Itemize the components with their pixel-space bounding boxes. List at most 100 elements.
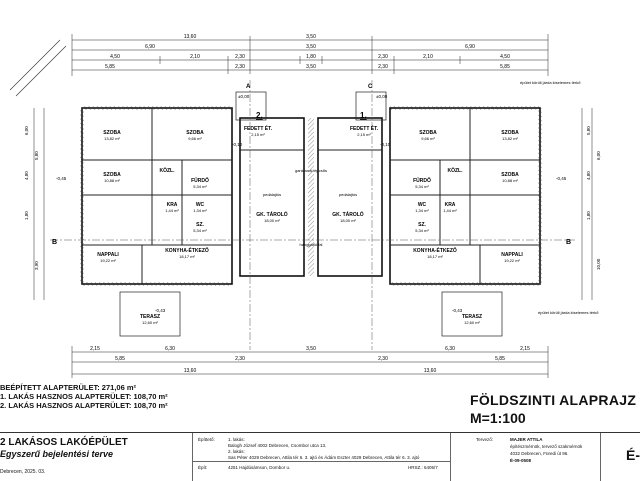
room-name: SZOBA [186, 130, 204, 136]
room-name: WC [196, 202, 205, 208]
dim-row4-b: 2,30 [235, 64, 245, 70]
room-area: 18,00 m² [340, 218, 356, 223]
dim-row3-c: 2,30 [235, 54, 245, 60]
room-area: 12,60 m² [142, 320, 158, 325]
hrsz: HRSZ.: 6405/7 [408, 465, 438, 470]
room-area: 5,34 m² [193, 228, 207, 233]
room-name: KÖZL. [448, 167, 464, 174]
room-area: 18,17 m² [427, 254, 443, 259]
level-marker: -0,43 [155, 308, 166, 313]
useful-area-2: 2. LAKÁS HASZNOS ALAPTERÜLET: 108,70 m² [0, 401, 168, 410]
room-name: NAPPALI [501, 252, 523, 258]
door-note-left: pedálajtós [263, 192, 281, 197]
room-name: GK. TÁROLÓ [256, 210, 287, 218]
built-area: BEÉPÍTETT ALAPTERÜLET: 271,06 m² [0, 383, 136, 392]
svg-text:3,50: 3,50 [306, 346, 316, 352]
room-area: 1,44 m² [165, 208, 179, 213]
axis-marker-c: C [368, 84, 373, 90]
room-area: 18,00 m² [264, 218, 280, 223]
room-labels: SZOBA 13,82 m² SZOBA 9,66 m² FEDETT ÉT. … [97, 124, 523, 325]
area-summary: BEÉPÍTETT ALAPTERÜLET: 271,06 m² 1. LAKÁ… [0, 383, 168, 410]
dim-row4-e: 5,85 [500, 64, 510, 70]
garage-note: garázsnál lépcsős [295, 168, 327, 173]
sheet-scale: M=1:100 [470, 410, 526, 426]
room-name: FÜRDŐ [413, 177, 431, 184]
room-name: NAPPALI [97, 252, 119, 258]
level-marker: -0,45 [556, 176, 567, 181]
builder-2-name: Sas Péter 4029 Debrecen, Attila tér 6. 3… [228, 455, 420, 460]
project-date: Debrecen, 2025. 03. [0, 469, 46, 475]
svg-text:2,15: 2,15 [90, 346, 100, 352]
site-address: 4251 Hajdúsámson, Dombor u. [228, 465, 291, 470]
dim-row4-a: 5,85 [105, 64, 115, 70]
room-name: SZ. [196, 222, 204, 228]
terraces [119, 91, 503, 337]
unit-number-1: 1. [360, 111, 367, 120]
builder-label: Építtető: [198, 437, 215, 442]
room-name: KRA [167, 202, 178, 208]
dim-top-left: 6,90 [145, 44, 155, 50]
room-area: 19,22 m² [504, 258, 520, 263]
room-area: 1,44 m² [443, 208, 457, 213]
sidewalk-note-top: épület körüli járda kiselemes térkő [520, 80, 581, 85]
svg-text:4,80: 4,80 [586, 171, 591, 180]
interior-partitions [82, 108, 540, 284]
room-area: 13,82 m² [104, 136, 120, 141]
room-name: KÖZL. [160, 167, 176, 174]
room-area: 19,22 m² [100, 258, 116, 263]
room-area: 12,60 m² [464, 320, 480, 325]
svg-text:1,80: 1,80 [24, 211, 29, 220]
level-marker: -0,10 [232, 142, 243, 147]
designer-role: építészmérnök, tervező szakmérnök [510, 444, 583, 449]
designer-name: MAJER ATTILA [510, 437, 543, 442]
project-subtitle: Egyszerű bejelentési terve [0, 449, 114, 459]
room-name: SZOBA [103, 130, 121, 136]
room-name: SZOBA [419, 130, 437, 136]
floor-plan-drawing: 13,60 3,50 6,90 3,50 6,90 4,50 2,10 2,30… [9, 34, 601, 378]
dim-top-mid: 3,50 [306, 44, 316, 50]
side-dimension-lines [33, 108, 593, 300]
room-name: GK. TÁROLÓ [332, 210, 363, 218]
dim-row3-e: 2,30 [378, 54, 388, 60]
room-area: 18,17 m² [179, 254, 195, 259]
useful-area-1: 1. LAKÁS HASZNOS ALAPTERÜLET: 108,70 m² [0, 392, 168, 401]
right-dimension-labels: 5,80 4,80 1,80 6,00 10,00 [586, 126, 601, 270]
svg-text:1,80: 1,80 [586, 211, 591, 220]
axis-marker-a: A [246, 84, 251, 90]
bottom-dimension-labels: 2,15 6,30 3,50 6,30 2,15 5,85 2,30 2,30 … [90, 346, 530, 374]
sheet-title: FÖLDSZINTI ALAPRAJZ [470, 392, 637, 408]
dim-row3-g: 4,50 [500, 54, 510, 60]
dim-row3-a: 4,50 [110, 54, 120, 60]
site-label: Épít: [198, 465, 208, 470]
svg-text:3,90: 3,90 [34, 261, 39, 270]
room-area: 13,82 m² [502, 136, 518, 141]
svg-text:10,00: 10,00 [596, 258, 601, 270]
svg-text:2,30: 2,30 [235, 356, 245, 362]
room-name: KRA [445, 202, 456, 208]
unit-number-2: 2. [256, 111, 263, 120]
svg-text:5,80: 5,80 [34, 151, 39, 160]
svg-text:6,30: 6,30 [445, 346, 455, 352]
svg-text:5,85: 5,85 [115, 356, 125, 362]
dim-row3-b: 2,10 [190, 54, 200, 60]
level-marker: -0,43 [452, 308, 463, 313]
room-area: 5,34 m² [415, 228, 429, 233]
axis-lines [50, 80, 575, 350]
svg-text:6,00: 6,00 [596, 151, 601, 160]
designer-id: É-09-0508 [510, 458, 532, 463]
left-dimension-labels: 6,00 4,80 1,80 5,80 3,90 [24, 126, 39, 270]
site-boundary [9, 39, 67, 97]
room-area: 2,15 m² [251, 132, 265, 137]
svg-text:4,80: 4,80 [24, 171, 29, 180]
svg-text:6,00: 6,00 [24, 126, 29, 135]
room-area: 5,34 m² [415, 184, 429, 189]
room-name: FEDETT ÉT. [350, 124, 379, 132]
room-area: 5,34 m² [193, 184, 207, 189]
room-name: SZOBA [103, 172, 121, 178]
builder-1-label: 1. lakás: [228, 437, 245, 442]
room-area: 1,34 m² [415, 208, 429, 213]
dim-row3-f: 2,10 [423, 54, 433, 60]
room-name: SZOBA [501, 130, 519, 136]
designer-address: 4032 Debrecen, Füredi út 96. [510, 451, 569, 456]
room-name: TERASZ [462, 314, 482, 320]
